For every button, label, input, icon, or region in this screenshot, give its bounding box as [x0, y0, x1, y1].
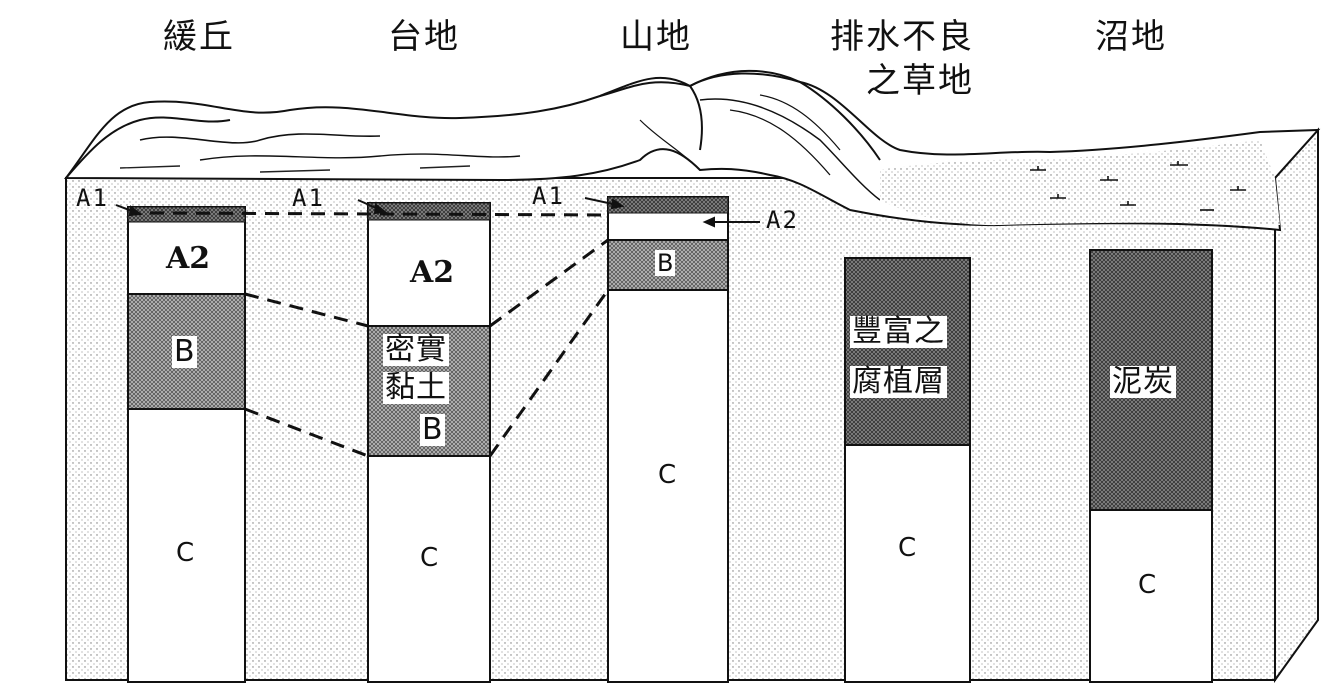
profile-column-rolling-hills	[127, 206, 246, 683]
horizon-label-b: B	[420, 412, 445, 447]
block-side-face	[1274, 127, 1319, 684]
humus-label-line2: 腐植層	[850, 364, 947, 399]
correlation-dashed-lines	[149, 211, 610, 458]
horizon-label-c: C	[420, 543, 439, 573]
horizon-label-b: B	[172, 334, 197, 369]
peat-label: 泥炭	[1110, 364, 1176, 399]
landform-title-grassland: 之草地	[866, 61, 974, 101]
horizon-label-c: C	[1138, 570, 1157, 600]
horizon-label-a1: A1	[532, 182, 565, 210]
horizon-label-c: C	[898, 533, 917, 563]
horizon-label-b: B	[655, 249, 676, 277]
horizon-label-c: C	[176, 538, 195, 568]
landform-title-plateau: 台地	[388, 17, 460, 57]
profile-column-mountain	[607, 196, 729, 683]
horizon-label-c: C	[658, 460, 677, 490]
a1-arrows	[115, 197, 760, 228]
horizon-label-a2: A2	[410, 255, 455, 290]
horizon-label-a2: A2	[166, 241, 211, 276]
landform-title-rolling-hills: 緩丘	[163, 17, 235, 57]
horizon-label-a1: A1	[76, 184, 109, 212]
profile-column-marsh	[1089, 249, 1213, 683]
horizon-label-a1: A1	[292, 184, 325, 212]
dense-clay-label-line1: 密實	[383, 332, 449, 367]
humus-label-line1: 豐富之	[850, 314, 947, 349]
landform-title-marsh: 沼地	[1095, 17, 1167, 57]
landform-title-poorly-drained: 排水不良	[830, 17, 974, 57]
landform-title-mountain: 山地	[620, 17, 692, 57]
dense-clay-label-line2: 黏土	[383, 370, 449, 405]
horizon-label-a2: A2	[766, 206, 799, 234]
